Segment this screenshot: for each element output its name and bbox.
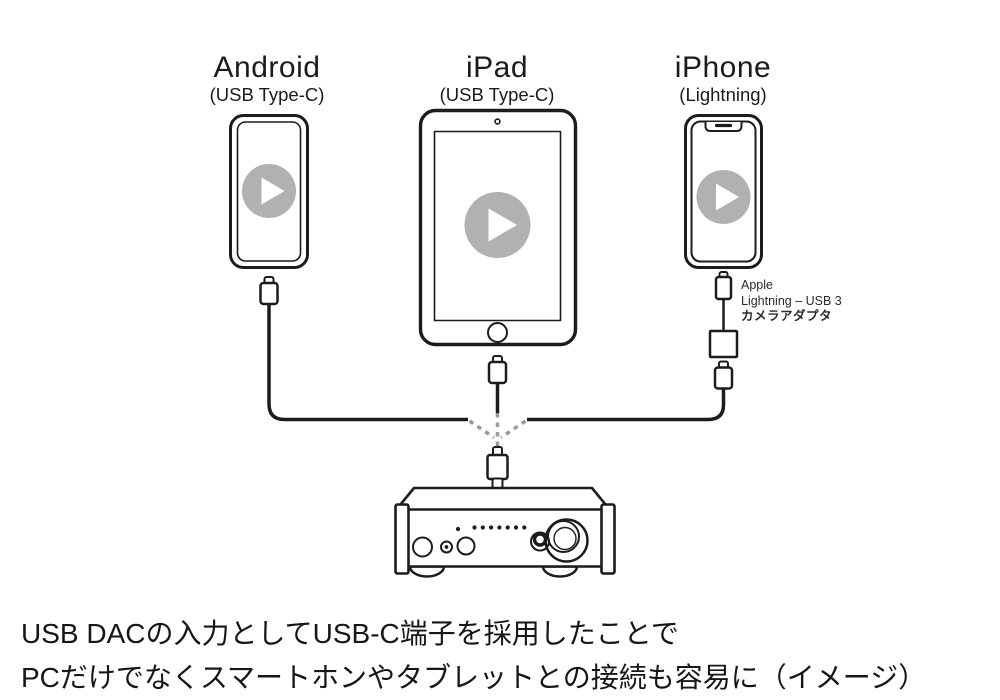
- iphone-port-label: (Lightning): [679, 84, 767, 105]
- mini-jack: [440, 540, 453, 554]
- adapter-annotation-line3: カメラアダプタ: [741, 309, 833, 323]
- dac-foot-left: [408, 565, 446, 578]
- dac-foot-right: [541, 565, 579, 578]
- iphone-label: iPhone: [674, 51, 772, 84]
- dac-side-right: [600, 503, 616, 575]
- headphone-jack: [412, 536, 433, 558]
- play-icon: [464, 192, 531, 258]
- caption-line-2: PCだけでなくスマートホンやタブレットとの接続も容易に（イメージ）: [21, 662, 927, 693]
- caption-line-1: USB DACの入力としてUSB-C端子を採用したことで: [21, 618, 679, 649]
- usb-dac-amplifier-illustration: [394, 486, 616, 578]
- dac-side-left: [394, 503, 410, 575]
- home-button: [487, 322, 508, 343]
- adapter-annotation-line2: Lightning – USB 3: [741, 293, 842, 308]
- adapter-box: [708, 329, 739, 359]
- dac-front-panel: [406, 508, 604, 568]
- ipad-port-label: (USB Type-C): [439, 84, 555, 105]
- ipad-illustration: [418, 108, 578, 347]
- dac-input-usbc-plug: [486, 446, 509, 490]
- ipad-usbc-cable: [487, 355, 508, 413]
- cable-merge-dashes: [468, 413, 527, 450]
- play-icon: [242, 164, 296, 218]
- android-port-label: (USB Type-C): [209, 84, 325, 105]
- dac-top-face: [394, 486, 612, 512]
- lightning-usb3-camera-adapter: [527, 271, 739, 422]
- play-icon: [696, 170, 751, 224]
- iphone-illustration: [684, 114, 763, 269]
- front-camera-dot: [494, 118, 501, 125]
- power-button: [456, 536, 476, 556]
- android-label: Android: [213, 51, 321, 84]
- volume-knob: [544, 518, 589, 563]
- adapter-annotation: Apple Lightning – USB 3 カメラアダプタ: [741, 278, 842, 325]
- adapter-annotation-line1: Apple: [741, 278, 773, 292]
- ipad-label: iPad: [465, 51, 529, 84]
- indicator-leds: [455, 525, 527, 532]
- android-phone-illustration: [229, 114, 309, 269]
- android-usbc-cable: [259, 276, 468, 422]
